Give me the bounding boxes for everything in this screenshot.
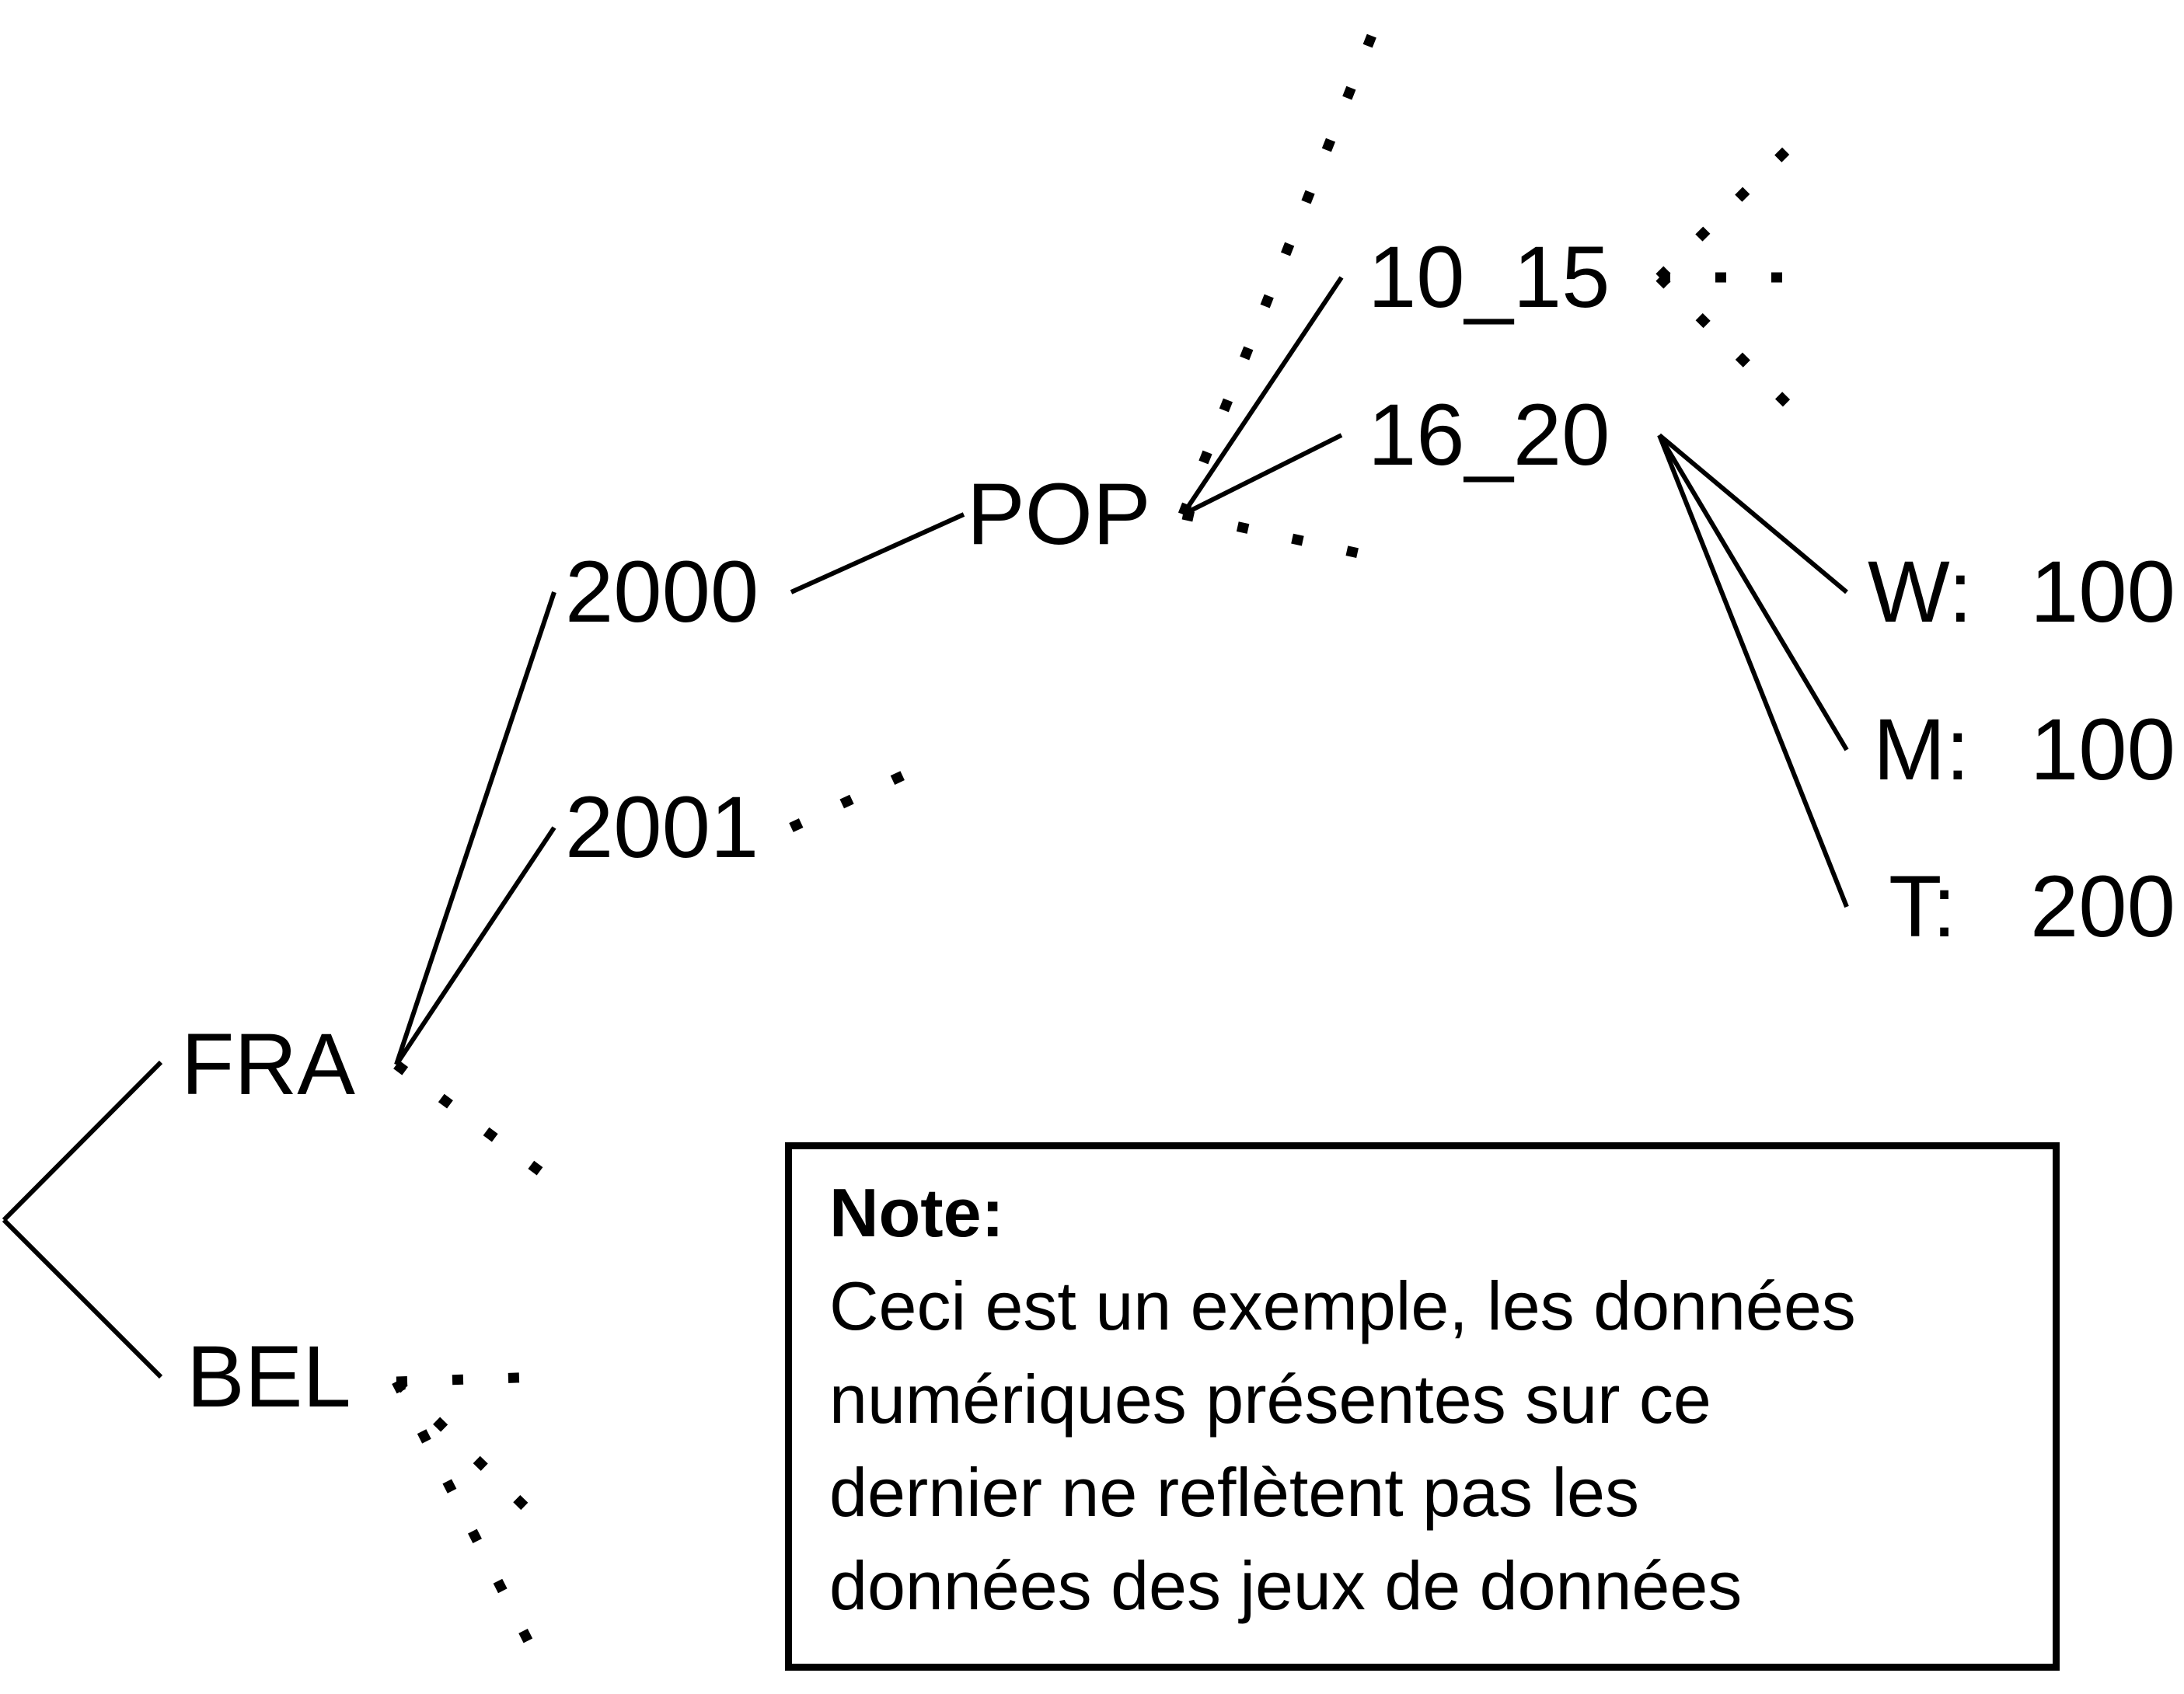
- edge-fra-2001: [394, 826, 556, 1066]
- edge-root-bel: [2, 1218, 163, 1379]
- note-line: Ceci est un exemple, les données: [829, 1267, 1856, 1344]
- leaf-m-label: M:: [1873, 701, 1969, 798]
- note-line: données des jeux de données: [829, 1547, 1743, 1624]
- edge-pop-16-20: [1181, 433, 1343, 517]
- leaf-w-value: 100: [2030, 543, 2175, 640]
- edge-root-fra: [2, 1060, 163, 1222]
- node-year-2000: 2000: [565, 543, 759, 640]
- node-age-16-20: 16_20: [1368, 386, 1610, 483]
- edge-bel-continuation-2: [392, 1378, 546, 1527]
- node-fra: FRA: [181, 1016, 355, 1113]
- edge-16-20-t: [1657, 434, 1849, 908]
- edge-fra-2000: [394, 591, 556, 1065]
- edge-10-15-continuation-3: [1655, 274, 1807, 424]
- note-line: dernier ne reflètent pas les: [829, 1454, 1639, 1531]
- edge-bel-continuation-3: [392, 1379, 549, 1675]
- edge-2000-pop: [790, 512, 965, 594]
- note-line: numériques présentes sur ce: [829, 1361, 1711, 1438]
- edge-bel-continuation-1: [396, 1372, 543, 1387]
- edge-16-20-m: [1657, 434, 1849, 751]
- node-age-10-15: 10_15: [1368, 228, 1610, 326]
- note-box: Note: Ceci est un exemple, les données n…: [785, 1142, 2060, 1671]
- edge-16-20-w: [1658, 433, 1848, 594]
- note-title: Note:: [829, 1174, 1004, 1251]
- leaf-t-label: T:: [1889, 858, 1956, 955]
- node-bel: BEL: [187, 1328, 351, 1425]
- edge-fra-continuation: [393, 1060, 560, 1189]
- edge-pop-10-15: [1181, 276, 1344, 516]
- leaf-m-value: 100: [2030, 701, 2175, 798]
- leaf-t-value: 200: [2030, 858, 2175, 955]
- edge-10-15-continuation-1: [1655, 130, 1807, 281]
- edge-pop-continuation-2: [1181, 509, 1381, 563]
- node-year-2001: 2001: [565, 779, 759, 876]
- edge-2001-continuation: [789, 762, 923, 832]
- edge-pop-continuation-1: [1177, 23, 1381, 517]
- leaf-w-label: W:: [1868, 543, 1973, 640]
- node-pop: POP: [967, 465, 1151, 563]
